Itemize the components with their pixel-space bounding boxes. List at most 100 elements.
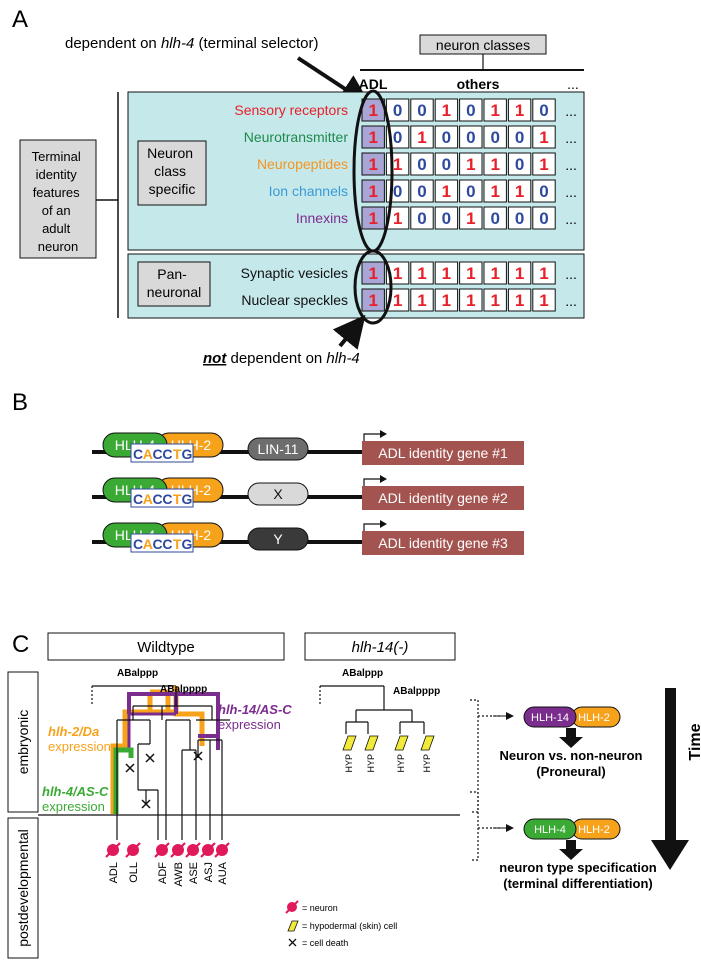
mutant-box bbox=[304, 632, 456, 661]
motif-letter: G bbox=[182, 536, 193, 552]
matrix-value: 0 bbox=[442, 209, 451, 228]
terminal-identity-label: Terminal identity features of an adult n… bbox=[32, 149, 85, 254]
row-label: Ion channels bbox=[269, 183, 348, 199]
matrix-value: 0 bbox=[539, 182, 548, 201]
matrix-cell bbox=[532, 179, 556, 203]
matrix-value: 1 bbox=[442, 291, 451, 310]
neuron-label: ADL bbox=[108, 862, 120, 883]
row-label: Synaptic vesicles bbox=[241, 265, 348, 281]
legend: = neuron = hypodermal (skin) cell = cell… bbox=[285, 900, 397, 948]
matrix-cell bbox=[483, 288, 507, 312]
step2-arrow bbox=[559, 840, 583, 860]
legend-hyp-icon bbox=[287, 920, 299, 932]
step1-label: Neuron vs. non-neuron(Proneural) bbox=[500, 748, 643, 779]
motif-letter: C bbox=[162, 536, 172, 552]
matrix-value: 0 bbox=[393, 128, 402, 147]
matrix-value: 1 bbox=[539, 128, 548, 147]
neuron-axon bbox=[105, 842, 121, 858]
matrix-cell bbox=[459, 125, 483, 149]
col-ellipsis-header: ... bbox=[567, 76, 579, 92]
matrix-cell bbox=[410, 98, 434, 122]
timeline-connectors bbox=[470, 699, 500, 861]
matrix-cell bbox=[507, 288, 532, 312]
matrix-cell bbox=[507, 125, 532, 149]
time-arrow bbox=[651, 688, 689, 870]
hyp-icon bbox=[364, 735, 379, 751]
row-ellipsis: ... bbox=[565, 130, 577, 146]
matrix-cell bbox=[507, 179, 532, 203]
step1-arrow bbox=[559, 728, 583, 748]
matrix-value: 1 bbox=[393, 155, 402, 174]
matrix-cell bbox=[361, 261, 385, 285]
matrix-value: 1 bbox=[368, 101, 377, 120]
neuron-axon bbox=[200, 842, 216, 858]
matrix-cell bbox=[434, 206, 459, 230]
matrix-value: 1 bbox=[490, 264, 499, 283]
callout-bottom: not dependent on hlh-4 bbox=[203, 350, 360, 367]
terminal-identity-box bbox=[19, 139, 97, 259]
matrix-cell bbox=[459, 152, 483, 176]
matrix-cell bbox=[483, 98, 507, 122]
legend-death: = cell death bbox=[302, 938, 348, 948]
matrix-cell bbox=[459, 98, 483, 122]
hlh4-dimer-label: HLH-4 bbox=[534, 824, 566, 836]
legend-death-icon bbox=[288, 938, 297, 947]
motif-letter: T bbox=[173, 446, 182, 462]
pan-neuronal-label: Pan- neuronal bbox=[147, 266, 202, 300]
motif-box bbox=[130, 443, 194, 463]
matrix-value: 1 bbox=[466, 155, 475, 174]
matrix-value: 0 bbox=[417, 155, 426, 174]
matrix-cell bbox=[410, 179, 434, 203]
row-ellipsis: ... bbox=[565, 266, 577, 282]
matrix-value: 1 bbox=[539, 291, 548, 310]
matrix-cell bbox=[434, 261, 459, 285]
matrix-cell bbox=[361, 152, 385, 176]
pan-neuronal-box bbox=[137, 261, 211, 307]
matrix-cell bbox=[410, 261, 434, 285]
matrix-value: 1 bbox=[368, 128, 377, 147]
matrix-cell bbox=[483, 179, 507, 203]
hlh14-dimer-label: HLH-14 bbox=[531, 712, 569, 724]
tss-arrowhead bbox=[380, 520, 387, 528]
matrix-value: 0 bbox=[515, 209, 524, 228]
matrix-cell bbox=[361, 288, 385, 312]
embryonic-box bbox=[7, 671, 39, 813]
hyp-icon bbox=[420, 735, 435, 751]
hyp-label: HYP bbox=[344, 754, 354, 773]
gene-label: ADL identity gene #1 bbox=[378, 445, 508, 461]
matrix-value: 1 bbox=[515, 182, 524, 201]
matrix-value: 1 bbox=[368, 182, 377, 201]
motif-letter: T bbox=[173, 536, 182, 552]
hlh4-dimer: HLH-4 HLH-2 bbox=[523, 818, 621, 840]
matrix-cell bbox=[361, 179, 385, 203]
row-ellipsis: ... bbox=[565, 211, 577, 227]
wt-abalpppp: ABalpppp bbox=[160, 684, 207, 695]
matrix-cell bbox=[532, 152, 556, 176]
motif-letter: C bbox=[162, 446, 172, 462]
row-ellipsis: ... bbox=[565, 103, 577, 119]
neuron-label: OLL bbox=[128, 862, 140, 883]
panel-a-letter: A bbox=[12, 6, 28, 33]
cofactor-pill bbox=[247, 527, 309, 551]
cofactor-pill bbox=[247, 482, 309, 506]
hyp-label: HYP bbox=[396, 754, 406, 773]
matrix-value: 0 bbox=[417, 101, 426, 120]
matrix-value: 1 bbox=[417, 128, 426, 147]
matrix-value: 1 bbox=[393, 209, 402, 228]
motif-letter: C bbox=[153, 536, 163, 552]
hyp-label: HYP bbox=[366, 754, 376, 773]
motif-letter: A bbox=[143, 536, 153, 552]
motif-letter: A bbox=[143, 491, 153, 507]
matrix-cell bbox=[483, 152, 507, 176]
matrix-cell bbox=[434, 179, 459, 203]
hlh14-dimer: HLH-14 HLH-2 bbox=[523, 706, 621, 728]
neuron-axon bbox=[185, 842, 201, 858]
matrix-cell bbox=[483, 125, 507, 149]
matrix-value: 1 bbox=[368, 264, 377, 283]
class-specific-label: Neuron class specific bbox=[147, 145, 197, 197]
row-label: Sensory receptors bbox=[234, 102, 348, 118]
matrix-cell bbox=[434, 152, 459, 176]
matrix-cell bbox=[507, 152, 532, 176]
